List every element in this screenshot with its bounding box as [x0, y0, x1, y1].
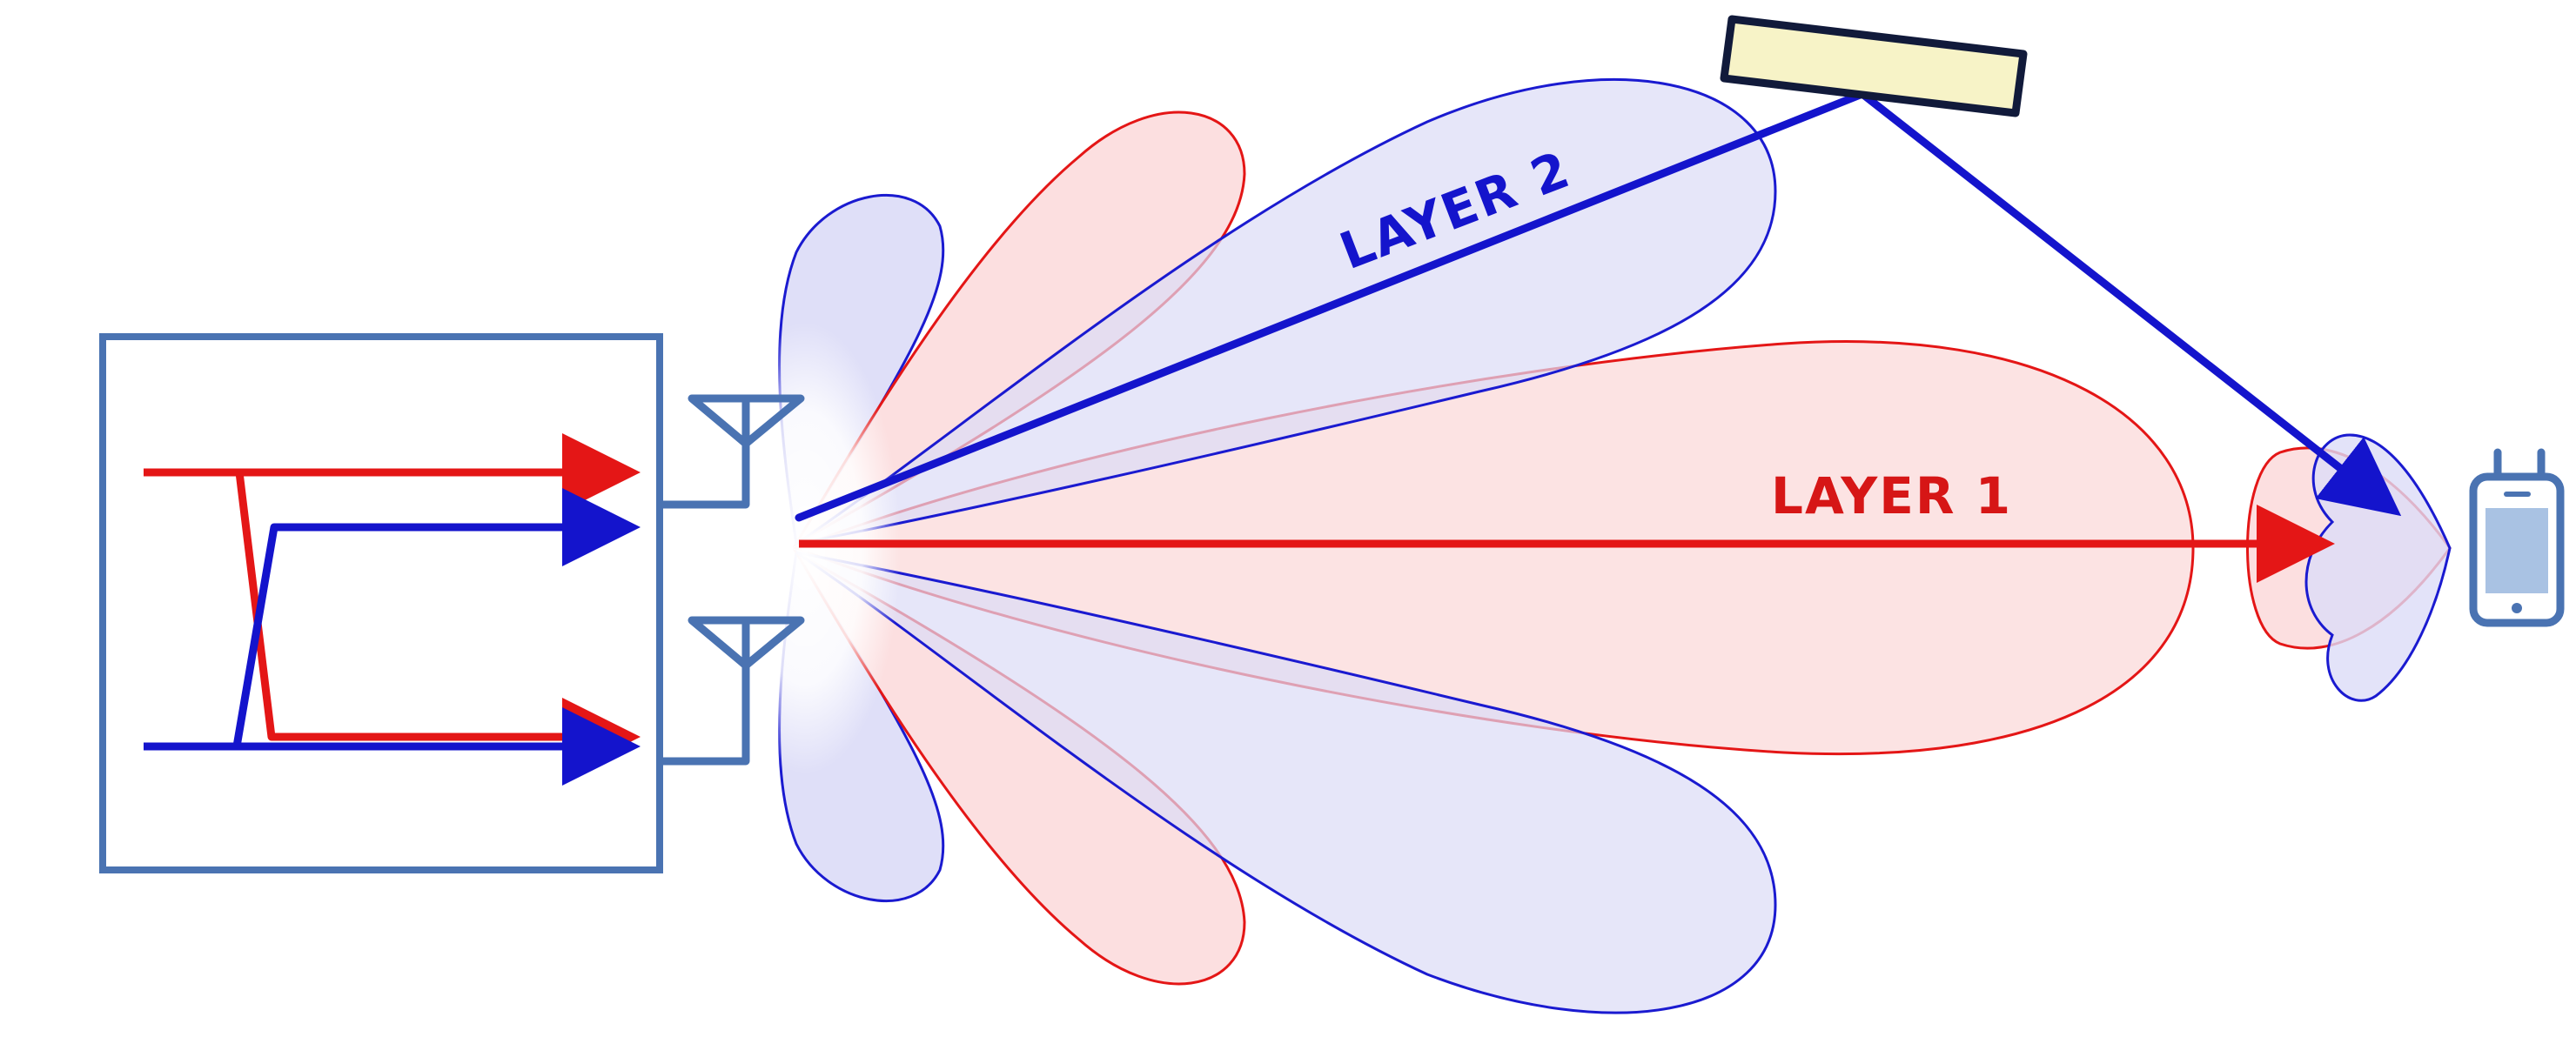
- phone-screen: [2485, 508, 2548, 593]
- phone-home-button: [2512, 603, 2522, 613]
- antenna-upper: [660, 394, 805, 509]
- antenna-icon: [688, 394, 805, 448]
- antenna-lower: [660, 616, 805, 766]
- layer2-beam-to-reflector: [795, 90, 1867, 522]
- beams: [795, 90, 2402, 583]
- radiation-lobes: [709, 77, 2452, 1014]
- beam-origin-glow: [709, 322, 901, 774]
- lobe-blue-lower: [795, 551, 1777, 1014]
- rx-lobe-blue: [2304, 433, 2452, 702]
- precoder-frame: [99, 333, 663, 873]
- lobe-blue-upper: [795, 77, 1777, 545]
- layer1-label: LAYER 1: [1771, 466, 2012, 525]
- phone-icon: [2469, 448, 2565, 627]
- antenna-lower-feed: [660, 626, 750, 766]
- reflector-panel: [1720, 15, 2028, 117]
- layer2-beam-reflected: [1860, 90, 2402, 517]
- antenna-icon: [688, 616, 805, 670]
- precoder-box: [99, 333, 663, 873]
